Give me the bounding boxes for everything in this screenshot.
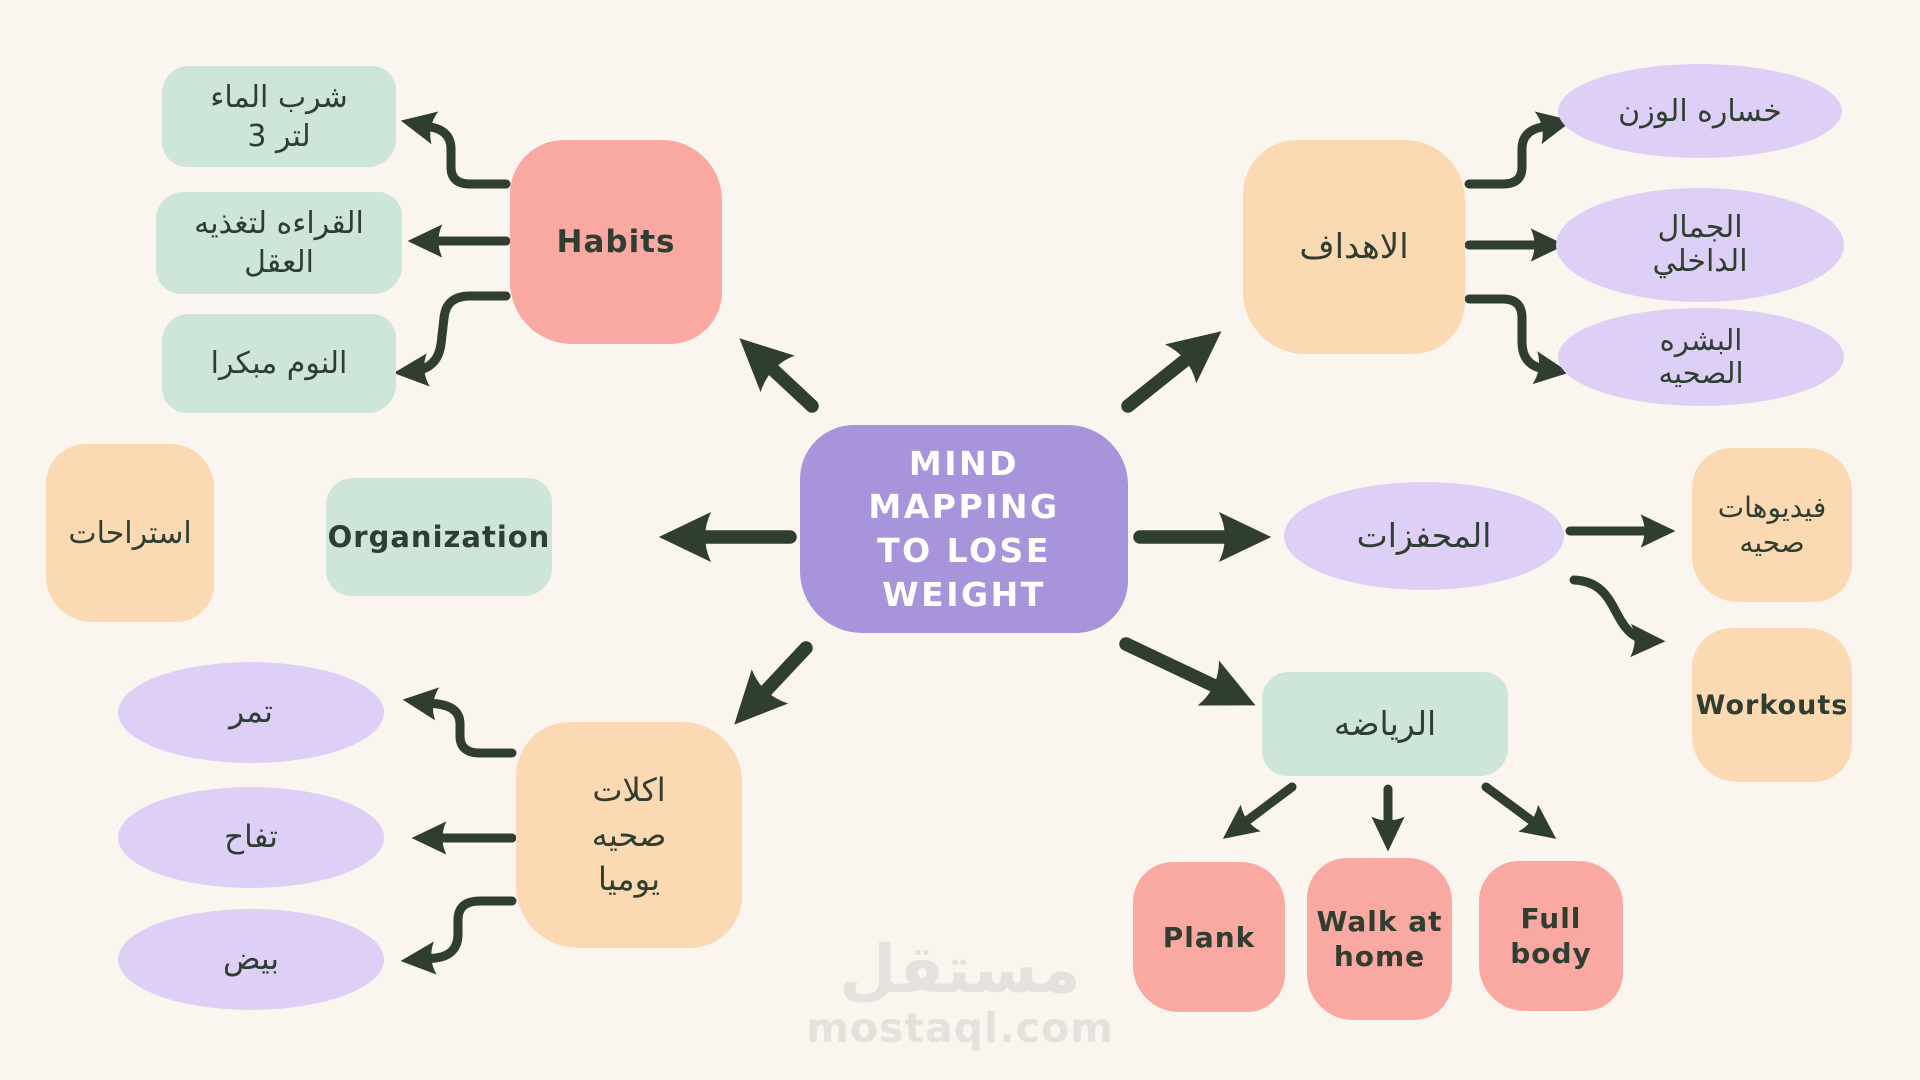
mostaql-logo: مستقل	[839, 931, 1081, 1008]
node-sports: الرياضه	[1262, 672, 1508, 776]
node-apples: تفاح	[118, 787, 384, 888]
node-goals: الاهداف	[1243, 140, 1465, 354]
mostaql-watermark: مستقل mostaql.com	[760, 931, 1160, 1053]
node-sleep-early: النوم مبكرا	[162, 314, 396, 413]
node-motivators: المحفزات	[1284, 482, 1564, 590]
mostaql-url: mostaql.com	[806, 1004, 1114, 1053]
node-habits: Habits	[510, 140, 722, 344]
node-dates: تمر	[118, 662, 384, 763]
node-healthy-videos: فيديوهات صحيه	[1692, 448, 1852, 602]
arrow-habits-to-water	[400, 111, 511, 189]
node-walk-at-home: Walk at home	[1307, 858, 1452, 1020]
node-healthy-skin: البشره الصحيه	[1558, 308, 1844, 406]
arrow-motivators-to-workouts	[1569, 575, 1666, 658]
node-eggs: بيض	[118, 909, 384, 1010]
node-breaks: استراحات	[46, 444, 214, 622]
arrow-goals-to-healthy-skin	[1464, 294, 1570, 385]
arrow-sports-to-fullbody	[1481, 782, 1557, 839]
node-inner-beauty: الجمال الداخلي	[1556, 188, 1844, 302]
arrow-habits-to-sleep	[393, 291, 511, 387]
node-full-body: Full body	[1479, 861, 1623, 1011]
arrow-center-to-sports	[1119, 637, 1256, 706]
arrow-center-to-healthy-foods	[734, 641, 813, 725]
arrow-center-to-goals	[1121, 331, 1222, 413]
node-drink-water: شرب الماء لتر 3	[162, 66, 396, 167]
node-healthy-foods: اكلات صحيه يوميا	[516, 722, 742, 948]
center-topic-node: MIND MAPPING TO LOSE WEIGHT	[800, 425, 1128, 633]
node-organization: Organization	[326, 478, 552, 596]
arrow-center-to-habits	[739, 338, 819, 413]
arrow-goals-to-weight-loss	[1464, 111, 1573, 189]
arrow-foods-to-eggs	[400, 896, 517, 975]
node-workouts: Workouts	[1692, 628, 1852, 782]
node-weight-loss: خساره الوزن	[1558, 64, 1842, 158]
arrow-foods-to-dates	[402, 687, 517, 758]
node-plank: Plank	[1133, 862, 1285, 1012]
node-reading: القراءه لتغذيه العقل	[156, 192, 402, 294]
arrow-sports-to-plank	[1222, 782, 1297, 839]
